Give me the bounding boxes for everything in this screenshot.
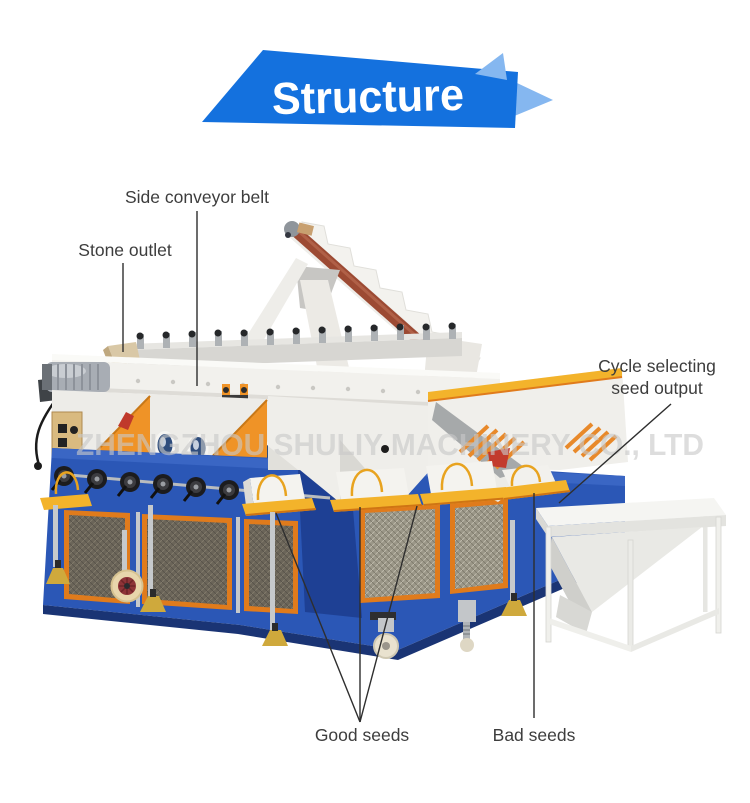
structure-banner: Structure bbox=[202, 50, 553, 128]
transport-wheel bbox=[110, 569, 144, 603]
support-legs bbox=[46, 505, 527, 659]
alarm-horn bbox=[118, 412, 134, 430]
leader-lines bbox=[122, 211, 672, 723]
inclined-conveyor bbox=[238, 221, 482, 388]
support-foot bbox=[262, 630, 288, 646]
mesh-panels bbox=[64, 499, 508, 614]
good-seeds-chute-1 bbox=[242, 474, 317, 516]
caster-wheel bbox=[370, 612, 399, 659]
banner-title: Structure bbox=[271, 69, 464, 124]
screw-jack bbox=[458, 600, 476, 652]
leader-good-seeds-1 bbox=[275, 512, 361, 723]
good-seeds-chute-2 bbox=[330, 468, 423, 512]
leader-cycle-selecting bbox=[558, 403, 672, 504]
support-foot bbox=[501, 600, 527, 616]
label-stone-outlet: Stone outlet bbox=[78, 240, 172, 260]
output-hopper-table bbox=[536, 498, 726, 652]
discharge-chutes bbox=[40, 461, 571, 516]
right-body bbox=[427, 368, 628, 487]
feed-deck-clamps bbox=[128, 322, 462, 368]
label-bad-seeds: Bad seeds bbox=[493, 725, 576, 745]
bad-seeds-chute bbox=[500, 464, 571, 500]
watermark-text: ZHENGZHOU SHULIY MACHINERY CO., LTD bbox=[76, 427, 704, 462]
support-foot bbox=[140, 596, 166, 612]
label-side-conveyor-belt: Side conveyor belt bbox=[125, 187, 269, 207]
leader-good-seeds-3 bbox=[359, 505, 418, 723]
good-seeds-chute-3 bbox=[420, 461, 511, 506]
label-good-seeds: Good seeds bbox=[315, 725, 410, 745]
callout-labels: Side conveyor belt Stone outlet Cycle se… bbox=[78, 187, 716, 745]
support-foot bbox=[46, 568, 70, 584]
banner-arrow-up-icon bbox=[475, 53, 507, 80]
banner-ribbon bbox=[202, 50, 518, 128]
label-cycle-selecting-line1: Cycle selecting bbox=[598, 356, 716, 376]
table-funnel bbox=[552, 527, 702, 612]
label-cycle-selecting-line2: seed output bbox=[611, 378, 703, 398]
machine-illustration bbox=[34, 221, 726, 660]
